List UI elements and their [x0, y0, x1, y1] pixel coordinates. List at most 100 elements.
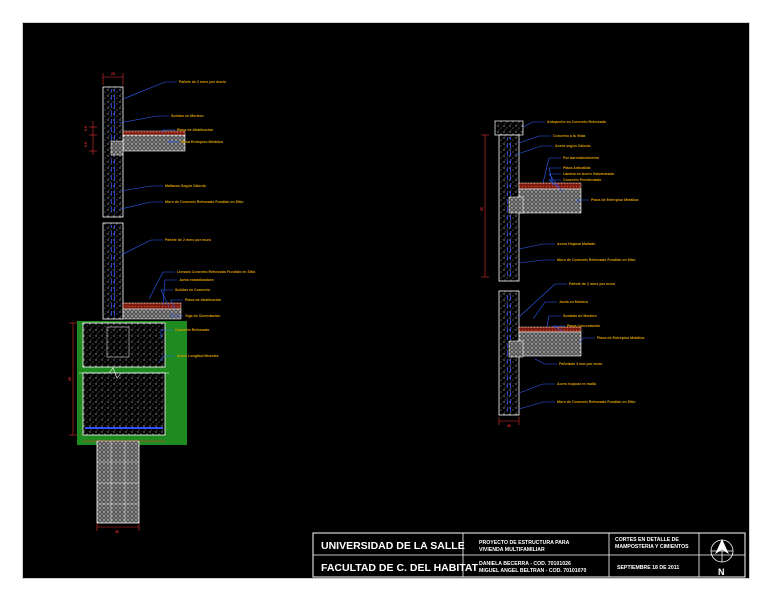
- left-label-4-leader: [166, 140, 179, 143]
- north-arrow-icon: [710, 539, 734, 575]
- right-mid-slab: [518, 331, 582, 357]
- right-label-17-leader: [518, 383, 555, 394]
- left-label-6: Muro de Concreto Reforzado Fundido en Si…: [165, 200, 244, 204]
- left-label-7: Pañete de 2 mms por muro: [165, 238, 212, 242]
- left-dim-3: 0.5: [84, 142, 88, 147]
- right-parapet-cap: [494, 120, 524, 136]
- right-label-1: Antepecho en Concreto Reforzado: [547, 120, 607, 124]
- left-label-8-leader: [148, 271, 175, 300]
- left-dim-2: 0.5: [84, 126, 88, 131]
- dimension-lines: [69, 73, 520, 531]
- right-dim-2: 25: [507, 424, 511, 428]
- left-label-5: Mallazos Según Cálculo: [165, 184, 207, 188]
- right-label-16: Pañetado 3 mm por muro: [559, 362, 603, 366]
- right-label-7: Concreto Pendientado: [563, 178, 602, 182]
- left-label-9: Junta estabilizadora: [179, 278, 215, 282]
- left-label-3-leader: [162, 129, 175, 133]
- right-label-8: Placa de Entrepiso Metálica: [591, 198, 639, 202]
- left-dim-4: 25: [68, 377, 72, 381]
- right-wall-section: [494, 120, 582, 416]
- left-footing: [82, 372, 166, 436]
- right-label-10: Muro de Concreto Reforzado Fundido en Si…: [557, 258, 636, 262]
- left-label-2: Solidos en Mortero: [171, 114, 204, 118]
- left-label-8: Llenado Concreto Reforzado Fundido en Si…: [177, 270, 256, 274]
- title-block: UNIVERSIDAD DE LA SALLE FACULTAD DE C. D…: [312, 532, 746, 578]
- left-foundation-beam: [82, 322, 166, 368]
- right-label-5-leader: [548, 167, 561, 186]
- north-letter: N: [718, 567, 725, 577]
- right-label-15: Placa de Entrepiso Metálica: [597, 336, 645, 340]
- left-wall-section: [77, 86, 187, 524]
- right-label-11: Pañete de 2 mms por muro: [569, 282, 616, 286]
- right-mid-beam: [508, 340, 524, 358]
- right-label-13: Soldado de Mortero: [563, 314, 598, 318]
- author-1: DANIELA BECERRA - COD. 70101026: [479, 561, 571, 567]
- faculty-name: FACULTAD DE C. DEL HABITAT: [321, 562, 479, 574]
- left-label-11-leader: [170, 299, 183, 310]
- left-label-14-leader: [158, 355, 175, 364]
- right-label-6: Lámina en Acero Galvanizado: [563, 172, 615, 176]
- left-top-slab: [122, 134, 186, 152]
- left-label-11: Placa de distribución: [185, 298, 221, 302]
- left-label-14: Acero Longitud Muestra: [177, 354, 219, 358]
- right-roof-beam: [508, 196, 524, 214]
- right-label-7-leader: [548, 179, 564, 192]
- right-label-4-leader: [542, 157, 561, 184]
- left-label-4: Mesa Entrepiso Metálica: [181, 140, 224, 144]
- right-label-14: Placa Concretación: [567, 324, 600, 328]
- author-2: MIGUEL ANGEL BELTRAN - COD. 70101070: [479, 568, 586, 574]
- left-label-12-leader: [170, 312, 183, 317]
- right-label-14-leader: [552, 325, 565, 332]
- right-label-18: Muro de Concreto Reforzado Fundido en Si…: [557, 400, 636, 404]
- right-label-1-leader: [522, 121, 545, 128]
- right-label-12-leader: [532, 301, 557, 320]
- left-label-6-leader: [120, 201, 163, 210]
- right-label-3-leader: [514, 145, 553, 156]
- left-label-5-leader: [120, 185, 163, 192]
- right-label-15-leader: [578, 337, 595, 344]
- left-label-9-leader: [162, 279, 177, 306]
- right-label-10-leader: [518, 259, 555, 264]
- right-label-2: Concreto a la Vista: [553, 134, 586, 138]
- right-roof-finish: [518, 182, 582, 190]
- plot-date: SEPTIEMBRE 18 DE 2011: [617, 565, 679, 571]
- left-label-3: Placa de distribución: [177, 128, 213, 132]
- left-floor-finish: [122, 302, 182, 310]
- left-label-10-leader: [160, 289, 173, 308]
- right-label-18-leader: [518, 401, 555, 410]
- right-label-13-leader: [546, 315, 561, 328]
- left-break-line: [79, 367, 169, 379]
- right-label-16-leader: [534, 358, 557, 365]
- right-label-12: Junta en Mortero: [559, 300, 589, 304]
- left-label-2-leader: [118, 115, 169, 124]
- university-name: UNIVERSIDAD DE LA SALLE: [321, 540, 465, 552]
- left-label-7-leader: [120, 239, 163, 256]
- right-label-5: Placa Anticálida: [563, 166, 591, 170]
- left-top-slab-finish: [122, 130, 186, 136]
- right-label-11-leader: [518, 283, 567, 318]
- right-roof-slab: [518, 188, 582, 214]
- annotation-leaders: [118, 81, 595, 410]
- project-line-2: VIVIENDA MULTIFAMILIAR: [479, 547, 545, 553]
- left-label-1: Pañete de 2 mms por ducto: [179, 80, 227, 84]
- right-label-8-leader: [576, 199, 589, 204]
- right-label-3: Acero según Cálculo: [555, 144, 592, 148]
- left-label-13: Concreto Reforzado: [175, 328, 210, 332]
- left-label-1-leader: [122, 81, 177, 100]
- left-label-10: Solidos en Concreto: [175, 288, 211, 292]
- content-line-2: MAMPOSTERIA Y CIMIENTOS: [615, 544, 689, 550]
- right-label-9-leader: [518, 243, 555, 250]
- left-label-13-leader: [160, 329, 173, 339]
- left-top-beam: [110, 140, 124, 156]
- left-dim-5: 25: [115, 530, 119, 534]
- content-line-1: CORTES EN DETALLE DE: [615, 537, 679, 543]
- right-dim-1: 25: [480, 207, 484, 211]
- left-lower-wall-rebar: [109, 225, 117, 317]
- project-line-1: PROYECTO DE ESTRUCTURA PARA: [479, 540, 570, 546]
- right-label-17: Acero hojacal en malla: [557, 382, 597, 386]
- right-label-4: Por barreda/cimiento: [563, 156, 600, 160]
- right-label-6-leader: [548, 173, 561, 188]
